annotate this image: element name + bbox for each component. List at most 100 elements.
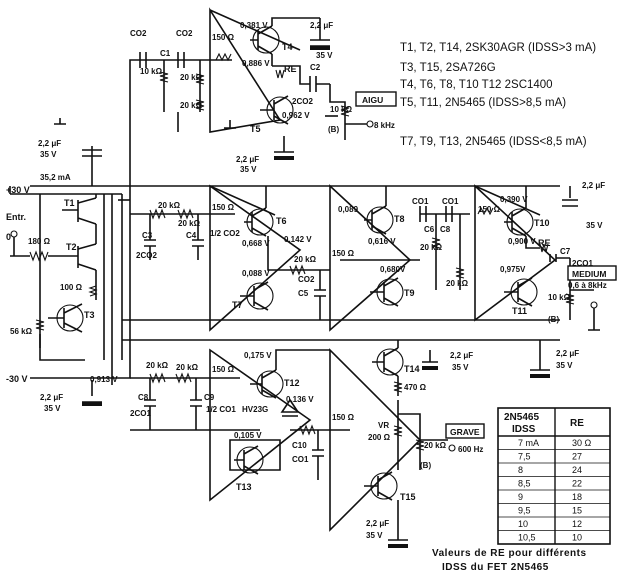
legend-line-4: T5, T11, 2N5465 (IDSS>8,5 mA) bbox=[400, 97, 566, 109]
gr-v136: 0,136 V bbox=[286, 395, 314, 404]
t1-label: T1 bbox=[64, 198, 75, 208]
gr-cap-b: 2,2 μF bbox=[366, 519, 389, 528]
aigu-v962: 0,962 V bbox=[282, 111, 310, 120]
t9-label: T9 bbox=[404, 288, 415, 298]
med-v088: 0,088 V bbox=[242, 269, 270, 278]
legend-line-3: T4, T6, T8, T10 T12 2SC1400 bbox=[400, 79, 553, 91]
med-co1-a: CO1 bbox=[412, 197, 429, 206]
aigu-r150: 150 Ω bbox=[212, 33, 235, 42]
aigu-r20k-a: 20 kΩ bbox=[180, 73, 203, 82]
med-v680: 0,680V bbox=[380, 265, 406, 274]
pos-rail-label: +30 V bbox=[6, 185, 30, 195]
gr-r150b: 150 Ω bbox=[332, 413, 355, 422]
input-stage bbox=[9, 59, 150, 406]
table-cell-re: 18 bbox=[572, 492, 582, 502]
aigu-r10k: 10 kΩ bbox=[140, 67, 163, 76]
med-c8: C8 bbox=[440, 225, 451, 234]
t14-label: T14 bbox=[404, 364, 420, 374]
t8-label: T8 bbox=[394, 214, 405, 224]
medium-output-box bbox=[567, 265, 617, 281]
aigu-section bbox=[54, 7, 374, 160]
input-decoupling-cap: 2,2 μF bbox=[38, 139, 61, 148]
input-decoupling-volt: 35 V bbox=[40, 150, 57, 159]
t2-label: T2 bbox=[66, 242, 77, 252]
input-label: Entr. bbox=[6, 212, 26, 222]
r56k-label: 56 kΩ bbox=[10, 327, 33, 336]
med-c7: C7 bbox=[560, 247, 571, 256]
table-head-idss: IDSS bbox=[512, 424, 536, 435]
table-cell-idss: 9,5 bbox=[518, 506, 531, 516]
gr-c8: C8 bbox=[138, 393, 149, 402]
med-c5v: CO2 bbox=[298, 275, 315, 284]
gr-r20k-a: 20 kΩ bbox=[146, 361, 169, 370]
table-cell-idss: 7 mA bbox=[518, 438, 539, 448]
grave-output-box bbox=[445, 423, 485, 439]
caption-line-1: Valeurs de RE pour différents bbox=[432, 548, 587, 559]
med-v900: 0,900 V bbox=[508, 237, 536, 246]
neg-rail-label: -30 V bbox=[6, 374, 28, 384]
transistor-legend: T1, T2, T14, 2SK30AGR (IDSS>3 mA) T3, T1… bbox=[400, 42, 596, 148]
gr-r470: 470 Ω bbox=[404, 383, 427, 392]
aigu-re: RE bbox=[284, 64, 297, 74]
t7-label: T7 bbox=[232, 300, 243, 310]
table-cell-idss: 8 bbox=[518, 465, 523, 475]
gr-r20k-b: 20 kΩ bbox=[176, 363, 199, 372]
gr-c9v: 1/2 CO1 bbox=[206, 405, 236, 414]
table-cell-re: 24 bbox=[572, 465, 582, 475]
input-zero-label: 0 bbox=[6, 232, 11, 242]
input-resistor-label: 180 Ω bbox=[28, 237, 51, 246]
med-c4v: 1/2 CO2 bbox=[210, 229, 240, 238]
med-v668: 0,668 V bbox=[242, 239, 270, 248]
med-c6: C6 bbox=[424, 225, 435, 234]
gr-vr: VR bbox=[378, 421, 389, 430]
aigu-volt-b: 35 V bbox=[240, 165, 257, 174]
med-r20k-d: 20 kΩ bbox=[420, 243, 443, 252]
t15-label: T15 bbox=[400, 492, 416, 502]
gr-c9: C9 bbox=[204, 393, 215, 402]
gr-pot-b: (B) bbox=[420, 461, 431, 470]
gr-volt-a: 35 V bbox=[452, 363, 469, 372]
gr-v175: 0,175 V bbox=[244, 351, 272, 360]
t10-label: T10 bbox=[534, 218, 550, 228]
table-cell-idss: 10,5 bbox=[518, 533, 536, 543]
legend-line-1: T1, T2, T14, 2SK30AGR (IDSS>3 mA) bbox=[400, 42, 596, 54]
gr-c10v: CO1 bbox=[292, 455, 309, 464]
med-c5: C5 bbox=[298, 289, 309, 298]
med-r150: 150 Ω bbox=[212, 203, 235, 212]
gr-pot: 20 kΩ bbox=[424, 441, 447, 450]
table-cell-re: 22 bbox=[572, 479, 582, 489]
t12-label: T12 bbox=[284, 378, 300, 388]
gr-hv: HV23G bbox=[242, 405, 268, 414]
gr-volt-b: 35 V bbox=[366, 531, 383, 540]
gr-r150: 150 Ω bbox=[212, 365, 235, 374]
aigu-c1: C1 bbox=[160, 49, 171, 58]
legend-line-2: T3, T15, 2SA726G bbox=[400, 62, 496, 74]
med-r20k-c: 20 kΩ bbox=[294, 255, 317, 264]
caption-line-2: IDSS du FET 2N5465 bbox=[442, 562, 549, 573]
med-volt-b: 35 V bbox=[556, 361, 573, 370]
power-rails bbox=[30, 185, 560, 431]
med-cap-b: 2,2 μF bbox=[556, 349, 579, 358]
med-pot: 10 kΩ bbox=[548, 293, 571, 302]
table-cell-re: 10 bbox=[572, 533, 582, 543]
med-c3: C3 bbox=[142, 231, 153, 240]
med-r20k-a: 20 kΩ bbox=[158, 201, 181, 210]
grave-section bbox=[130, 340, 456, 548]
aigu-volt-a: 35 V bbox=[316, 51, 333, 60]
t4-label: T4 bbox=[282, 42, 293, 52]
table-cell-re: 30 Ω bbox=[572, 438, 592, 448]
med-c7v: 2CO1 bbox=[572, 259, 593, 268]
t6-label: T6 bbox=[276, 216, 287, 226]
r100-label: 100 Ω bbox=[60, 283, 83, 292]
neg-decoupling-cap: 2,2 μF bbox=[40, 393, 63, 402]
t5-label: T5 bbox=[250, 124, 261, 134]
med-r150b: 150 Ω bbox=[332, 249, 355, 258]
med-r20k-e: 20 kΩ bbox=[446, 279, 469, 288]
aigu-r20k-b: 20 kΩ bbox=[180, 101, 203, 110]
aigu-pot: 10 kΩ bbox=[330, 105, 353, 114]
med-c3v: 2CO2 bbox=[136, 251, 157, 260]
med-r150c: 150 Ω bbox=[478, 205, 501, 214]
